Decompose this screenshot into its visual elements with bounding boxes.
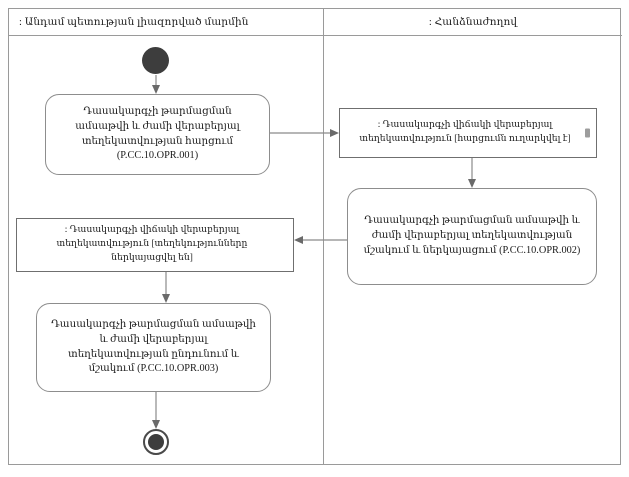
initial-node[interactable] bbox=[142, 47, 169, 74]
action-label-opr-002: Դասակարգչի թարմացման ամսաթվի և ժամի վերա… bbox=[363, 215, 581, 256]
swimlane-member-state[interactable]: : Անդամ պետության լիազորված մարմին bbox=[9, 9, 323, 464]
action-label-opr-003: Դասակարգչի թարմացման ամսաթվի և ժամի վերա… bbox=[51, 318, 256, 375]
object-label-info-presented: : Դասակարգչի վիճակի վերաբերյալ տեղեկատվո… bbox=[56, 225, 248, 263]
object-pin-icon bbox=[585, 128, 590, 138]
action-node-opr-002[interactable]: Դասակարգչի թարմացման ամսաթվի և ժամի վերա… bbox=[347, 188, 597, 285]
action-node-opr-003[interactable]: Դասակարգչի թարմացման ամսաթվի և ժամի վերա… bbox=[36, 303, 271, 392]
object-node-info-presented[interactable]: : Դասակարգչի վիճակի վերաբերյալ տեղեկատվո… bbox=[16, 218, 294, 272]
final-node[interactable] bbox=[143, 429, 169, 455]
swimlane-header-member-state: : Անդամ պետության լիազորված մարմին bbox=[9, 9, 323, 36]
object-label-request-sent: : Դասակարգչի վիճակի վերաբերյալ տեղեկատվո… bbox=[359, 120, 571, 144]
action-label-opr-001: Դասակարգչի թարմացման ամսաթվի և ժամի վերա… bbox=[75, 105, 240, 162]
action-node-opr-001[interactable]: Դասակարգչի թարմացման ամսաթվի և ժամի վերա… bbox=[45, 94, 270, 175]
swimlane-commission[interactable]: : Հանձնաժողով bbox=[323, 9, 622, 464]
object-node-request-sent[interactable]: : Դասակարգչի վիճակի վերաբերյալ տեղեկատվո… bbox=[339, 108, 597, 158]
swimlane-header-commission: : Հանձնաժողով bbox=[324, 9, 622, 36]
